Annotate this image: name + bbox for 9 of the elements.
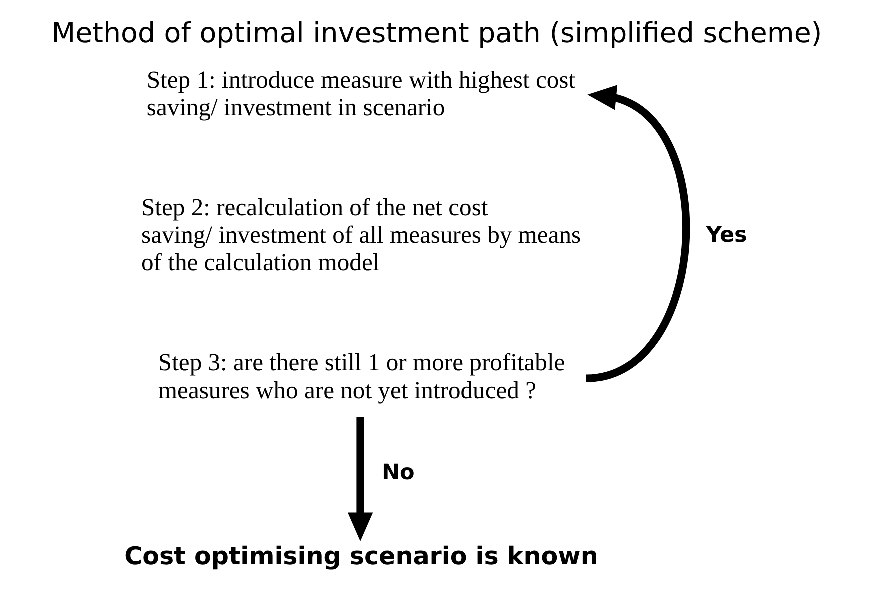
arrow <box>585 85 690 382</box>
edge-label: Yes <box>706 223 747 248</box>
node-text: Cost optimising scenario is known <box>124 541 598 570</box>
node-text: Step 3: are there still 1 or more profitable measures who are not yet introduced ? <box>158 350 565 404</box>
edge-label: No <box>382 460 414 486</box>
diagram-title: Method of optimal investment path (simplified scheme) <box>51 16 822 50</box>
node-text: Step 2: recalculation of the net cost saving/ investment of all measures by means of the calculation model <box>141 194 581 277</box>
node-text: Step 1: introduce measure with highest cost saving/ investment in scenario <box>146 66 576 122</box>
arrow <box>347 417 373 542</box>
